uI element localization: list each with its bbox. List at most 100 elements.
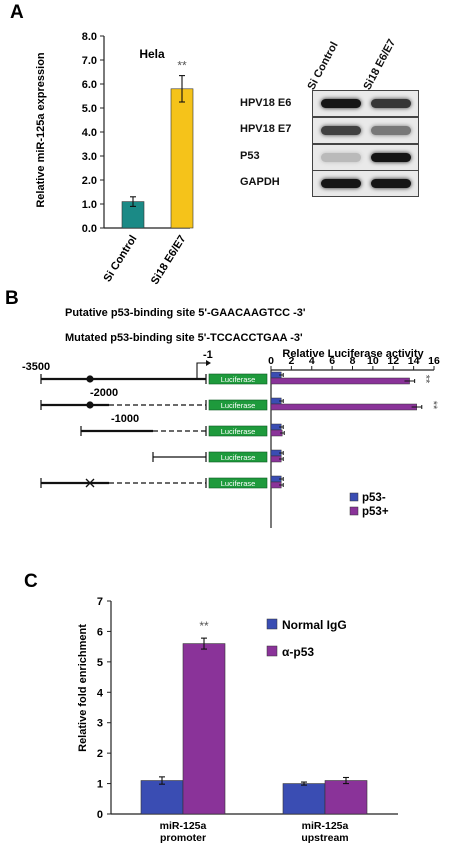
chart-c-significance-label: **	[199, 619, 209, 633]
chart-b-x-tick-label: 12	[387, 355, 399, 367]
mutated-site-marker	[85, 478, 95, 488]
chart-c-y-tick-label: 1	[97, 779, 103, 791]
wb-band	[321, 99, 361, 108]
chart-a-y-tick-label: 4.0	[82, 127, 97, 139]
luciferase-box	[208, 451, 268, 463]
luciferase-box	[208, 399, 268, 411]
tss-label: -1	[203, 349, 213, 361]
chart-c-legend-label: α-p53	[282, 645, 314, 659]
wb-lane-box-e6	[312, 90, 419, 117]
chart-a-y-tick-label: 3.0	[82, 151, 97, 163]
chart-a-y-tick-label: 5.0	[82, 103, 97, 115]
luciferase-label: Luciferase	[221, 479, 256, 488]
chart-b-x-tick-label: 6	[329, 355, 335, 367]
p53-binding-site-marker	[86, 375, 94, 383]
chart-a-significance-label: **	[177, 59, 187, 73]
wb-lane-box-p53	[312, 144, 419, 171]
wb-band	[321, 179, 361, 188]
chart-a-x-tick-label: Si Control	[102, 233, 140, 284]
luciferase-label: Luciferase	[221, 401, 256, 410]
chart-b-x-tick-label: 10	[367, 355, 379, 367]
chart-b-x-tick-label: 2	[288, 355, 294, 367]
chart-b-title: Relative Luciferase activity	[282, 348, 424, 360]
chart-a-y-tick-label: 0.0	[82, 223, 97, 235]
construct-start-label: -1000	[111, 413, 139, 425]
wb-lane-box-e7	[312, 117, 419, 144]
chart-c-legend-swatch	[266, 645, 278, 657]
wb-row-label: P53	[240, 150, 260, 162]
panel-label-c: C	[24, 571, 38, 592]
chart-c: Relative fold enrichment 0 1 2 3 4 5 6 7 ** miR…	[77, 596, 398, 844]
chart-b-significance-label: **	[420, 375, 432, 384]
chart-b-x-tick-label: 16	[428, 355, 440, 367]
chart-c-y-tick-label: 5	[97, 657, 103, 669]
chart-b-x-tick-label: 8	[350, 355, 356, 367]
chart-a: Relative miR-125a expression Hela 0.0 1.0…	[35, 31, 194, 287]
wb-band	[371, 99, 411, 108]
wb-band	[371, 126, 411, 135]
chart-c-y-tick-label: 7	[97, 596, 103, 608]
p53-binding-site-marker	[86, 401, 94, 409]
wb-band	[371, 179, 411, 188]
chart-a-x-tick-label: Si18 E6/E7	[149, 233, 189, 287]
luciferase-label: Luciferase	[221, 427, 256, 436]
chart-b-legend: p53- p53+	[349, 492, 389, 518]
chart-c-bar	[140, 780, 184, 815]
chart-b-legend-label: p53+	[362, 506, 389, 518]
construct-start-label: -2000	[90, 387, 118, 399]
chart-c-y-tick-label: 2	[97, 748, 103, 760]
luciferase-box	[208, 373, 268, 385]
chart-a-y-tick-label: 1.0	[82, 199, 97, 211]
chart-b-bar	[270, 403, 417, 411]
chart-b-significance-label: **	[427, 401, 439, 410]
promoter-putative-site-text: Putative p53-binding site 5'-GAACAAGTCC …	[65, 307, 306, 319]
chart-b-x-tick-label: 4	[309, 355, 315, 367]
chart-a-y-axis-label: Relative miR-125a expression	[35, 52, 47, 208]
panel-label-b: B	[5, 288, 19, 309]
chart-c-y-tick-label: 6	[97, 626, 103, 638]
wb-band	[321, 126, 361, 135]
wb-row-label: HPV18 E7	[240, 123, 292, 135]
chart-c-x-tick-label: miR-125a	[160, 820, 207, 832]
chart-b-legend-swatch	[349, 506, 359, 516]
chart-c-bar	[182, 643, 226, 815]
chart-c-x-tick-label: promoter	[160, 832, 206, 844]
chart-b-legend-label: p53-	[362, 492, 386, 504]
chart-a-y-tick-label: 7.0	[82, 55, 97, 67]
panel-label-a: A	[10, 2, 24, 23]
chart-c-bar	[282, 783, 326, 815]
chart-b-x-tick-label: 0	[268, 355, 274, 367]
chart-c-legend-label: Normal IgG	[282, 618, 347, 632]
chart-a-bar	[170, 88, 194, 229]
luciferase-box	[208, 425, 268, 437]
chart-c-x-tick-label: miR-125a	[302, 820, 349, 832]
wb-row-label: HPV18 E6	[240, 97, 292, 109]
luciferase-box	[208, 477, 268, 489]
chart-a-y-tick-label: 8.0	[82, 31, 97, 43]
wb-band	[371, 153, 411, 162]
chart-a-y-tick-label: 2.0	[82, 175, 97, 187]
wb-lane-box-gapdh	[312, 170, 419, 197]
wb-band	[321, 153, 361, 162]
promoter-mutated-site-text: Mutated p53-binding site 5'-TCCACCTGAA -…	[65, 332, 303, 344]
chart-c-legend-swatch	[266, 618, 278, 630]
wb-row-label: GAPDH	[240, 176, 280, 188]
promoter-constructs: Luciferase-3500-1Luciferase-2000Lucifera…	[22, 349, 268, 489]
chart-a-title: Hela	[139, 47, 165, 61]
chart-c-y-tick-label: 3	[97, 718, 103, 730]
luciferase-label: Luciferase	[221, 453, 256, 462]
chart-c-x-tick-label: upstream	[301, 832, 348, 844]
chart-c-legend: Normal IgG α-p53	[266, 618, 347, 659]
luciferase-label: Luciferase	[221, 375, 256, 384]
chart-a-y-tick-label: 6.0	[82, 79, 97, 91]
chart-b-x-tick-label: 14	[408, 355, 420, 367]
chart-c-y-tick-label: 4	[97, 687, 104, 699]
tss-arrowhead	[206, 360, 211, 366]
chart-b-bar	[270, 377, 410, 385]
tss-arrow	[196, 362, 206, 378]
chart-c-y-axis-label: Relative fold enrichment	[77, 624, 89, 752]
chart-b-legend-swatch	[349, 492, 359, 502]
chart-c-bar	[324, 780, 368, 815]
chart-c-y-tick-label: 0	[97, 809, 103, 821]
